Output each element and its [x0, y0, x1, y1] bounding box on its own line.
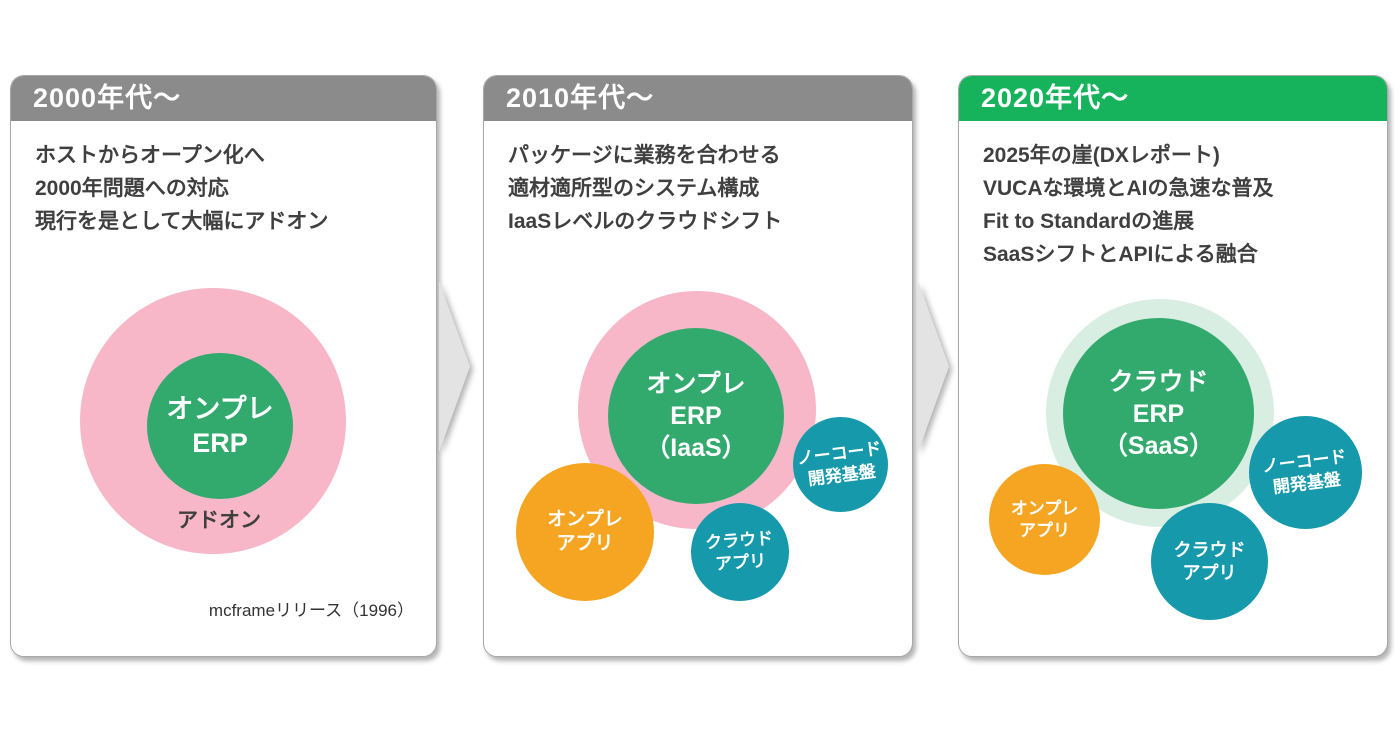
nocode-platform-label: ノーコード 開発基盤	[1260, 446, 1348, 497]
onpre-erp-iaas-circle: オンプレ ERP （IaaS）	[608, 328, 784, 504]
panel-2020s-title: 2020年代〜	[981, 83, 1130, 113]
desc-line: 適材適所型のシステム構成	[508, 177, 760, 200]
nocode-platform-circle: ノーコード 開発基盤	[1249, 416, 1362, 529]
panel-2010s-title: 2010年代〜	[506, 83, 655, 113]
onpre-app-circle: オンプレ アプリ	[989, 464, 1100, 575]
onpre-erp-circle: オンプレ ERP	[147, 353, 293, 499]
desc-line: ホストからオープン化へ	[35, 144, 265, 167]
onpre-erp-iaas-label: オンプレ ERP （IaaS）	[645, 370, 747, 462]
panel-2010s: 2010年代〜 パッケージに業務を合わせる 適材適所型のシステム構成 IaaSレ…	[483, 75, 913, 657]
panel-2020s-description: 2025年の崖(DXレポート) VUCAな環境とAIの急速な普及 Fit to …	[983, 139, 1377, 271]
desc-line: VUCAな環境とAIの急速な普及	[983, 177, 1274, 200]
arrow-right-icon	[918, 281, 949, 452]
panel-2000s-title: 2000年代〜	[33, 83, 182, 113]
panel-2000s-header: 2000年代〜	[11, 76, 436, 121]
panel-2010s-header: 2010年代〜	[484, 76, 912, 121]
cloud-app-circle: クラウド アプリ	[1151, 503, 1268, 620]
mcframe-release-note: mcframeリリース（1996）	[208, 601, 414, 620]
desc-line: SaaSシフトとAPIによる融合	[983, 243, 1258, 266]
cloud-erp-saas-label: クラウド ERP （SaaS）	[1102, 367, 1215, 460]
panel-2020s: 2020年代〜 2025年の崖(DXレポート) VUCAな環境とAIの急速な普及…	[958, 75, 1388, 657]
desc-line: IaaSレベルのクラウドシフト	[508, 210, 783, 233]
desc-line: パッケージに業務を合わせる	[508, 144, 781, 167]
panel-2000s: 2000年代〜 ホストからオープン化へ 2000年問題への対応 現行を是として大…	[10, 75, 437, 657]
arrow-right-icon	[439, 281, 470, 452]
onpre-app-circle: オンプレ アプリ	[516, 463, 654, 601]
onpre-app-label: オンプレ アプリ	[547, 509, 623, 554]
cloud-app-label: クラウド アプリ	[704, 528, 774, 574]
desc-line: 2025年の崖(DXレポート)	[983, 144, 1220, 167]
cloud-erp-saas-circle: クラウド ERP （SaaS）	[1063, 318, 1254, 509]
desc-line: Fit to Standardの進展	[983, 210, 1195, 233]
nocode-platform-circle: ノーコード 開発基盤	[793, 417, 888, 512]
onpre-erp-label: オンプレ ERP	[166, 394, 274, 458]
desc-line: 現行を是として大幅にアドオン	[35, 210, 329, 233]
cloud-app-circle: クラウド アプリ	[691, 503, 789, 601]
desc-line: 2000年問題への対応	[35, 177, 229, 200]
panel-2020s-header: 2020年代〜	[959, 76, 1387, 121]
nocode-platform-label: ノーコード 開発基盤	[795, 438, 883, 489]
cloud-app-label: クラウド アプリ	[1173, 539, 1246, 583]
panel-2000s-description: ホストからオープン化へ 2000年問題への対応 現行を是として大幅にアドオン	[35, 139, 426, 238]
panel-2010s-description: パッケージに業務を合わせる 適材適所型のシステム構成 IaaSレベルのクラウドシ…	[508, 139, 902, 238]
addon-label: アドオン	[177, 509, 261, 532]
onpre-app-label: オンプレ アプリ	[1010, 498, 1079, 540]
